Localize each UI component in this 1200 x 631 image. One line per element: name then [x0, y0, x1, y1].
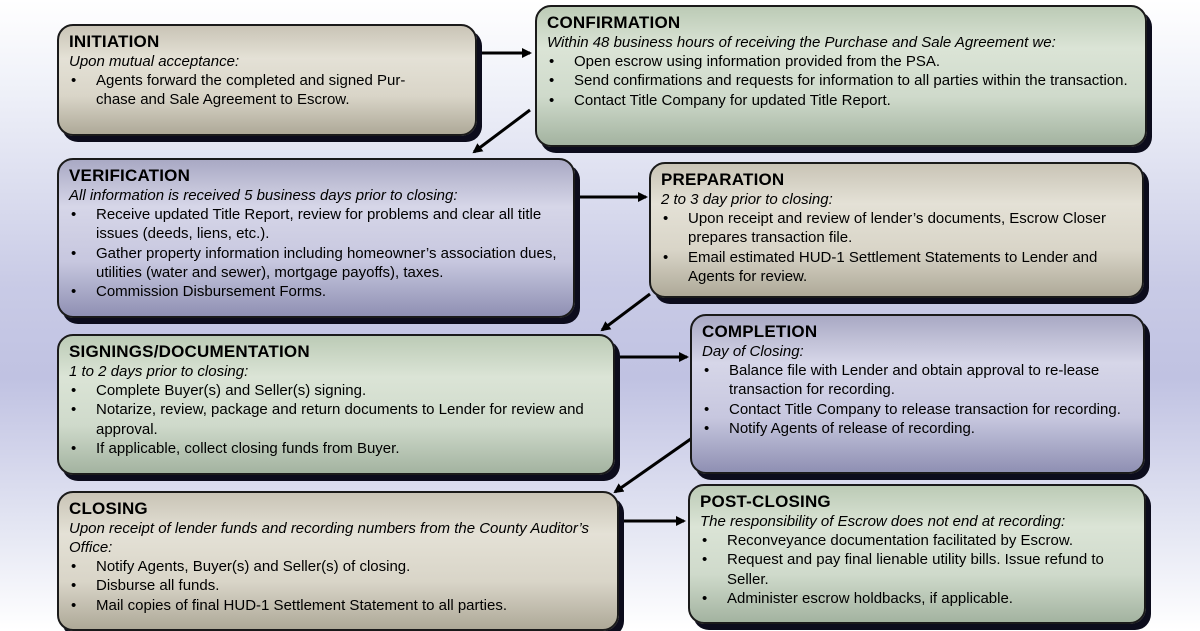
- list-item: Contact Title Company for updated Title …: [547, 91, 1135, 111]
- list-item: Commission Disbursement Forms.: [69, 282, 563, 302]
- list-item: Notify Agents, Buyer(s) and Seller(s) of…: [69, 557, 607, 577]
- list-item: Notarize, review, package and return doc…: [69, 400, 603, 439]
- step-title: SIGNINGS/DOCUMENTATION: [69, 342, 310, 361]
- list-item: Upon receipt and review of lender’s docu…: [661, 209, 1132, 248]
- arrow-preparation-to-signings: [600, 292, 651, 332]
- step-closing: CLOSING Upon receipt of lender funds and…: [57, 491, 619, 631]
- list-item: Balance file with Lender and obtain appr…: [702, 361, 1133, 400]
- step-list: Upon receipt and review of lender’s docu…: [661, 209, 1132, 286]
- list-item: Request and pay final lienable utility b…: [700, 550, 1134, 589]
- list-item: Gather property information including ho…: [69, 244, 563, 283]
- step-list: Reconveyance documentation facilitated b…: [700, 531, 1134, 608]
- step-title: CONFIRMATION: [547, 13, 681, 32]
- step-signings: SIGNINGS/DOCUMENTATION 1 to 2 days prior…: [57, 334, 615, 475]
- step-subtitle: Day of Closing:: [702, 343, 804, 360]
- step-title: COMPLETION: [702, 322, 818, 341]
- step-verification: VERIFICATION All information is received…: [57, 158, 575, 318]
- step-title: PREPARATION: [661, 170, 785, 189]
- step-preparation: PREPARATION 2 to 3 day prior to closing:…: [649, 162, 1144, 298]
- list-item: Contact Title Company to release transac…: [702, 400, 1133, 420]
- list-item: Send confirmations and requests for info…: [547, 71, 1135, 91]
- step-list: Receive updated Title Report, review for…: [69, 205, 563, 302]
- step-initiation: INITIATION Upon mutual acceptance: Agent…: [57, 24, 477, 136]
- step-list: Agents forward the completed and signed …: [69, 71, 465, 110]
- list-item: Reconveyance documentation facilitated b…: [700, 531, 1134, 551]
- step-list: Complete Buyer(s) and Seller(s) signing.…: [69, 381, 603, 458]
- list-item: Mail copies of final HUD-1 Settlement St…: [69, 596, 607, 616]
- step-title: POST-CLOSING: [700, 492, 831, 511]
- step-subtitle: The responsibility of Escrow does not en…: [700, 513, 1066, 530]
- step-list: Open escrow using information provided f…: [547, 52, 1135, 110]
- list-item: Receive updated Title Report, review for…: [69, 205, 563, 244]
- list-item: If applicable, collect closing funds fro…: [69, 439, 603, 459]
- step-subtitle: 2 to 3 day prior to closing:: [661, 191, 833, 208]
- step-subtitle: Within 48 business hours of receiving th…: [547, 34, 1056, 51]
- step-title: INITIATION: [69, 32, 160, 51]
- step-list: Notify Agents, Buyer(s) and Seller(s) of…: [69, 557, 607, 615]
- list-item: Agents forward the completed and signed …: [69, 71, 465, 110]
- step-completion: COMPLETION Day of Closing: Balance file …: [690, 314, 1145, 474]
- list-item: Administer escrow holdbacks, if applicab…: [700, 589, 1134, 609]
- arrow-completion-to-closing: [613, 434, 696, 494]
- step-title: CLOSING: [69, 499, 148, 518]
- list-item: Notify Agents of release of recording.: [702, 419, 1133, 439]
- step-subtitle: Upon mutual acceptance:: [69, 53, 240, 70]
- list-item: Disburse all funds.: [69, 576, 607, 596]
- step-list: Balance file with Lender and obtain appr…: [702, 361, 1133, 438]
- step-post-closing: POST-CLOSING The responsibility of Escro…: [688, 484, 1146, 624]
- step-title: VERIFICATION: [69, 166, 191, 185]
- step-subtitle: All information is received 5 business d…: [69, 187, 458, 204]
- list-item: Complete Buyer(s) and Seller(s) signing.: [69, 381, 603, 401]
- step-confirmation: CONFIRMATION Within 48 business hours of…: [535, 5, 1147, 147]
- list-item: Open escrow using information provided f…: [547, 52, 1135, 72]
- step-subtitle: 1 to 2 days prior to closing:: [69, 363, 249, 380]
- list-item: Email estimated HUD-1 Settlement Stateme…: [661, 248, 1132, 287]
- arrow-confirmation-to-verification: [472, 108, 531, 154]
- step-subtitle: Upon receipt of lender funds and recordi…: [69, 520, 590, 556]
